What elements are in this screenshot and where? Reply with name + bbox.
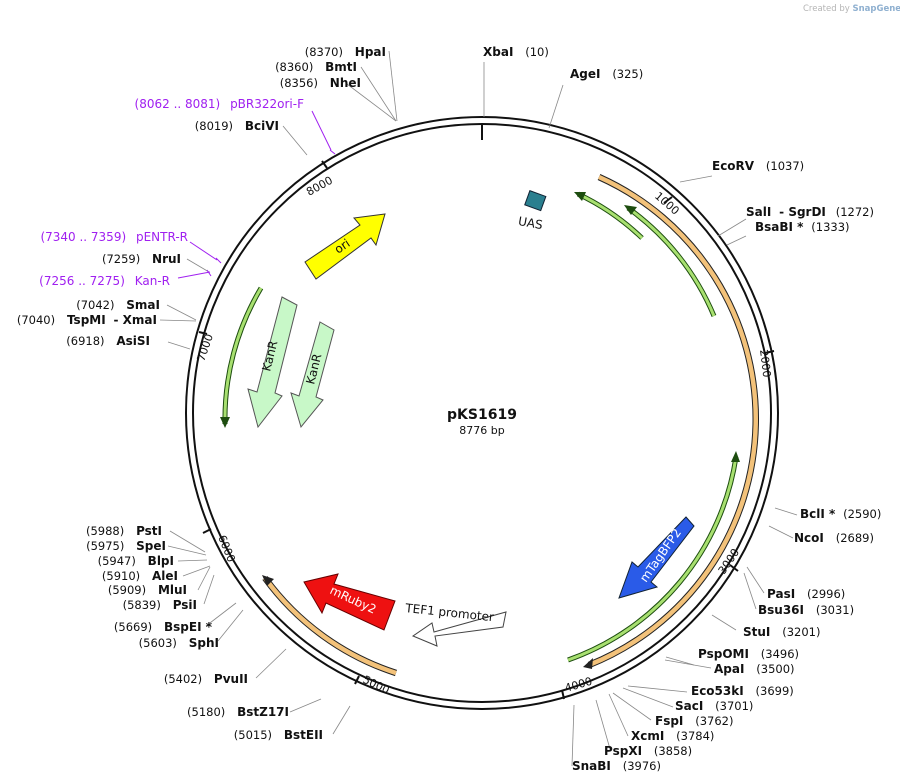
enzyme-label-alei[interactable]: (5910) AleI xyxy=(102,569,178,583)
primer-marks xyxy=(177,110,336,279)
plasmid-name: pKS1619 xyxy=(447,407,517,423)
enzyme-label-snabi[interactable]: SnaBI (3976) xyxy=(572,759,661,773)
enzyme-label-bsteii[interactable]: (5015) BstEII xyxy=(234,728,323,742)
tef1-promoter-label: TEF1 promoter xyxy=(404,601,495,624)
enzyme-label-ecorv[interactable]: EcoRV (1037) xyxy=(712,159,804,173)
uas-feature xyxy=(524,190,547,212)
enzyme-label-bspei[interactable]: (5669) BspEI * xyxy=(114,620,213,634)
enzyme-label-mlui[interactable]: (5909) MluI xyxy=(108,583,187,597)
enzyme-label-pvuii[interactable]: (5402) PvuII xyxy=(164,672,248,686)
mtagbfp2-feature xyxy=(618,516,695,599)
enzyme-label-sali[interactable]: SalI - SgrDI (1272) xyxy=(746,205,874,219)
enzyme-label-eco53ki[interactable]: Eco53kI (3699) xyxy=(691,684,794,698)
tick-label: 5000 xyxy=(361,673,392,697)
enzyme-label-xbai[interactable]: XbaI (10) xyxy=(483,45,549,59)
enzyme-label-xcmi[interactable]: XcmI (3784) xyxy=(631,729,714,743)
mruby2-feature xyxy=(303,573,396,631)
ori-feature xyxy=(304,213,386,280)
enzyme-label-bsu36i[interactable]: Bsu36I (3031) xyxy=(758,603,854,617)
enzyme-label-hpai[interactable]: (8370) HpaI xyxy=(305,45,386,59)
enzyme-label-stui[interactable]: StuI (3201) xyxy=(743,625,820,639)
tick-label: 7000 xyxy=(195,332,216,363)
enzyme-label-saci[interactable]: SacI (3701) xyxy=(675,699,753,713)
enzyme-label-bcli[interactable]: BclI * (2590) xyxy=(800,507,881,521)
primer-label-kan-r[interactable]: (7256 .. 7275) Kan-R xyxy=(39,274,170,288)
enzyme-label-apai[interactable]: ApaI (3500) xyxy=(714,662,795,676)
tick-label: 2000 xyxy=(757,349,773,378)
enzyme-label-psti[interactable]: (5988) PstI xyxy=(86,524,162,538)
backbone xyxy=(185,116,779,710)
enzyme-leader-lines xyxy=(159,50,798,767)
enzyme-label-psii[interactable]: (5839) PsiI xyxy=(123,598,197,612)
enzyme-label-tspmi[interactable]: (7040) TspMI - XmaI xyxy=(17,313,157,327)
enzyme-label-bsabi[interactable]: BsaBI * (1333) xyxy=(755,220,850,234)
kanr-feature-2 xyxy=(290,321,335,429)
enzyme-label-spei[interactable]: (5975) SpeI xyxy=(86,539,166,553)
enzyme-label-bmti[interactable]: (8360) BmtI xyxy=(275,60,357,74)
enzyme-label-ncoi[interactable]: NcoI (2689) xyxy=(794,531,874,545)
tef1-promoter-feature xyxy=(411,611,507,647)
uas-label: UAS xyxy=(517,214,544,232)
primer-label-pbr322ori-f[interactable]: (8062 .. 8081) pBR322ori-F xyxy=(135,97,305,111)
enzyme-label-agei[interactable]: AgeI (325) xyxy=(570,67,643,81)
primer-label-pentr-r[interactable]: (7340 .. 7359) pENTR-R xyxy=(40,230,188,244)
tick-label: 8000 xyxy=(304,174,335,199)
plasmid-length: 8776 bp xyxy=(459,424,504,437)
enzyme-label-nrui[interactable]: (7259) NruI xyxy=(102,252,181,266)
enzyme-label-pasi[interactable]: PasI (2996) xyxy=(767,587,845,601)
green-feature-arcs xyxy=(220,191,740,663)
enzyme-label-bstz17i[interactable]: (5180) BstZ17I xyxy=(187,705,289,719)
enzyme-label-pspomi[interactable]: PspOMI (3496) xyxy=(698,647,799,661)
enzyme-label-bcivi[interactable]: (8019) BciVI xyxy=(195,119,279,133)
enzyme-label-fspi[interactable]: FspI (3762) xyxy=(655,714,733,728)
mtagbfp2-label: mTagBFP2 xyxy=(637,526,684,585)
enzyme-label-sphi[interactable]: (5603) SphI xyxy=(139,636,219,650)
enzyme-label-blpi[interactable]: (5947) BlpI xyxy=(98,554,174,568)
enzyme-label-smai[interactable]: (7042) SmaI xyxy=(76,298,160,312)
snapgene-credit: Created by SnapGene xyxy=(803,4,900,14)
kanr-feature-1 xyxy=(247,296,298,429)
enzyme-label-pspxi[interactable]: PspXI (3858) xyxy=(604,744,692,758)
enzyme-label-asisi[interactable]: (6918) AsiSI xyxy=(66,334,150,348)
enzyme-label-nhei[interactable]: (8356) NheI xyxy=(280,76,361,90)
